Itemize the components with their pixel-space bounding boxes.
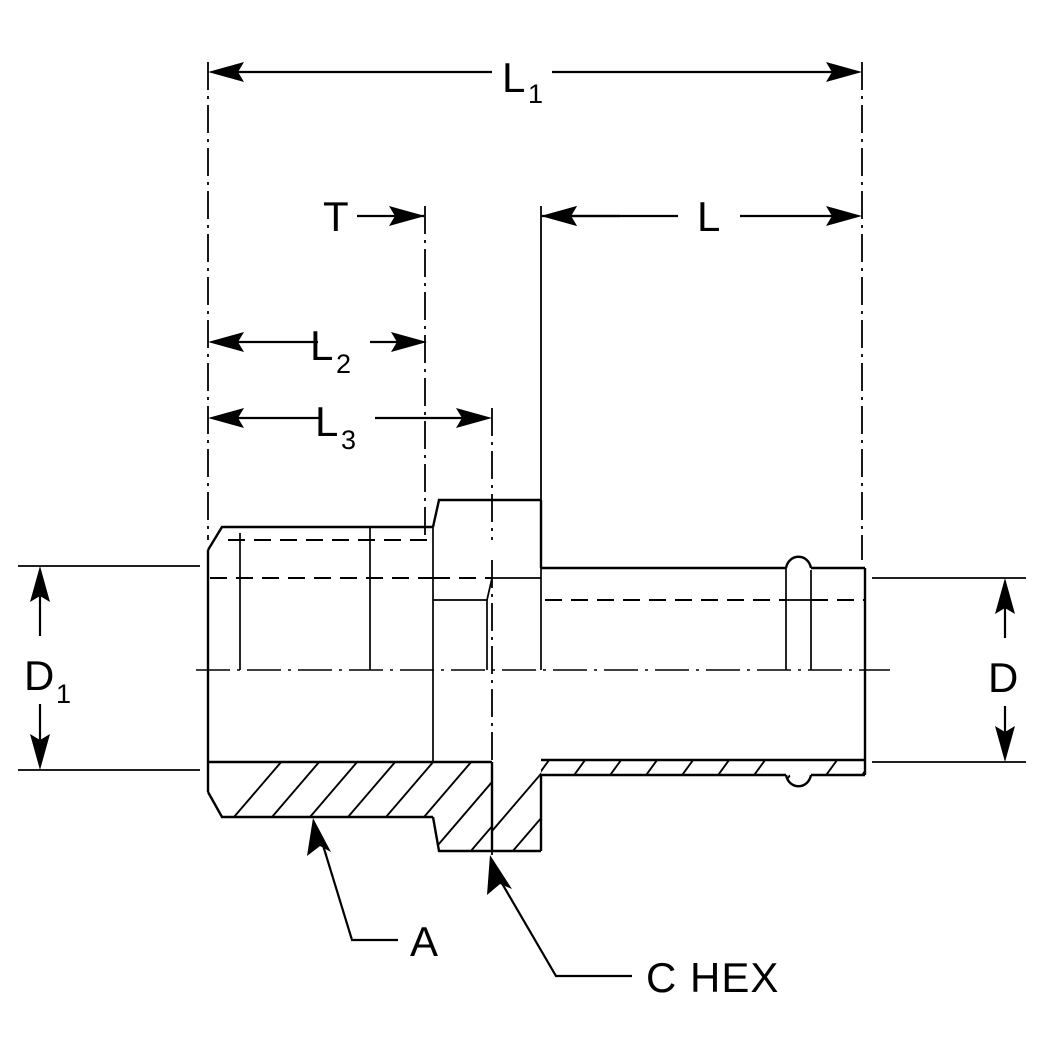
dim-label-L2: L [310,322,334,369]
dim-label-L3-subscript: 3 [341,425,356,455]
hatch-lines-thread-wall [208,762,492,851]
arrowhead-T-left [389,206,425,226]
arrowhead-L1-left [208,62,244,82]
dimension-L2: L 2 [208,322,427,379]
section-hatching [208,760,865,851]
leader-A: A [307,818,439,965]
dimension-T: T [323,193,620,540]
arrowhead-C-HEX [487,855,512,895]
hatch-lines-barb-wall [541,760,865,787]
fitting-part-outline [206,498,867,853]
dimension-L1: L 1 [207,54,863,560]
arrowhead-D-top [995,578,1015,614]
arrowhead-L2-left [208,332,244,352]
arrowhead-L-left [541,206,577,226]
hatch-lines-hex-wall [492,760,541,851]
thread-top-profile [206,525,433,551]
arrowhead-D-bottom [995,726,1015,762]
dimension-L3: L 3 [208,398,493,860]
dim-label-L1: L [502,54,526,101]
arrowhead-D1-bottom [30,734,50,770]
dim-label-T: T [323,193,350,240]
dim-label-D1: D [24,652,55,699]
dim-label-L2-subscript: 2 [336,349,351,379]
dimension-D: D [872,577,1026,763]
hidden-interior-lines [210,500,865,762]
hex-bottom-left-flank [431,816,541,853]
dim-label-L: L [697,193,721,240]
dim-label-L1-subscript: 1 [528,79,543,109]
arrowhead-L3-right [456,408,492,428]
leader-label-A: A [410,918,439,965]
leader-line-A [320,841,398,942]
dim-label-D: D [988,654,1019,701]
arrowhead-L2-right [391,332,427,352]
leader-C-HEX: C HEX [487,855,779,1001]
thread-bottom-profile [206,791,433,819]
dimension-L: L [541,193,862,240]
arrowhead-A [307,818,331,856]
bore-step-hex-taper [486,577,493,601]
hex-top-left-flank [431,498,541,528]
dim-label-L3: L [315,398,339,445]
dim-label-D1-subscript: 1 [56,679,71,709]
arrowhead-L-right [826,206,862,226]
arrowhead-L3-left [208,408,244,428]
arrowhead-D1-top [30,566,50,602]
dimension-D1: D 1 [18,565,200,771]
barb-bump-top-arc [784,555,813,569]
arrowhead-L1-right [826,62,862,82]
leader-label-C-HEX: C HEX [646,954,779,1001]
leader-line-C-HEX [499,879,632,978]
